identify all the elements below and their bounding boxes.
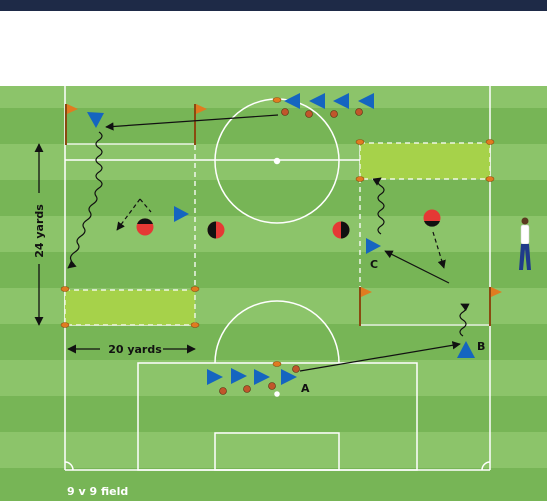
player-label-c: C (370, 258, 378, 271)
header-bar (0, 0, 547, 11)
defender-disc-icon (137, 218, 154, 235)
soccer-ball-icon (356, 109, 363, 116)
soccer-ball-icon (293, 366, 300, 373)
player-label-b: B (477, 340, 485, 353)
defender-disc-icon (424, 210, 441, 227)
defender-disc-icon (208, 222, 225, 239)
soccer-ball-icon (282, 109, 289, 116)
defender-disc-icon (333, 222, 350, 239)
soccer-ball-icon (220, 388, 227, 395)
soccer-ball-icon (331, 111, 338, 118)
end-zone-left (65, 290, 195, 325)
player-label-a: A (301, 382, 310, 395)
end-zone-right (360, 143, 490, 179)
soccer-ball-icon (306, 111, 313, 118)
soccer-ball-icon (269, 383, 276, 390)
height-dimension-label: 24 yards (33, 204, 46, 258)
width-dimension-label: 20 yards (108, 343, 162, 356)
soccer-field-diagram: 24 yards 20 yards A B C 9 v 9 field (0, 86, 547, 501)
field-caption: 9 v 9 field (67, 485, 128, 498)
soccer-ball-icon (244, 386, 251, 393)
